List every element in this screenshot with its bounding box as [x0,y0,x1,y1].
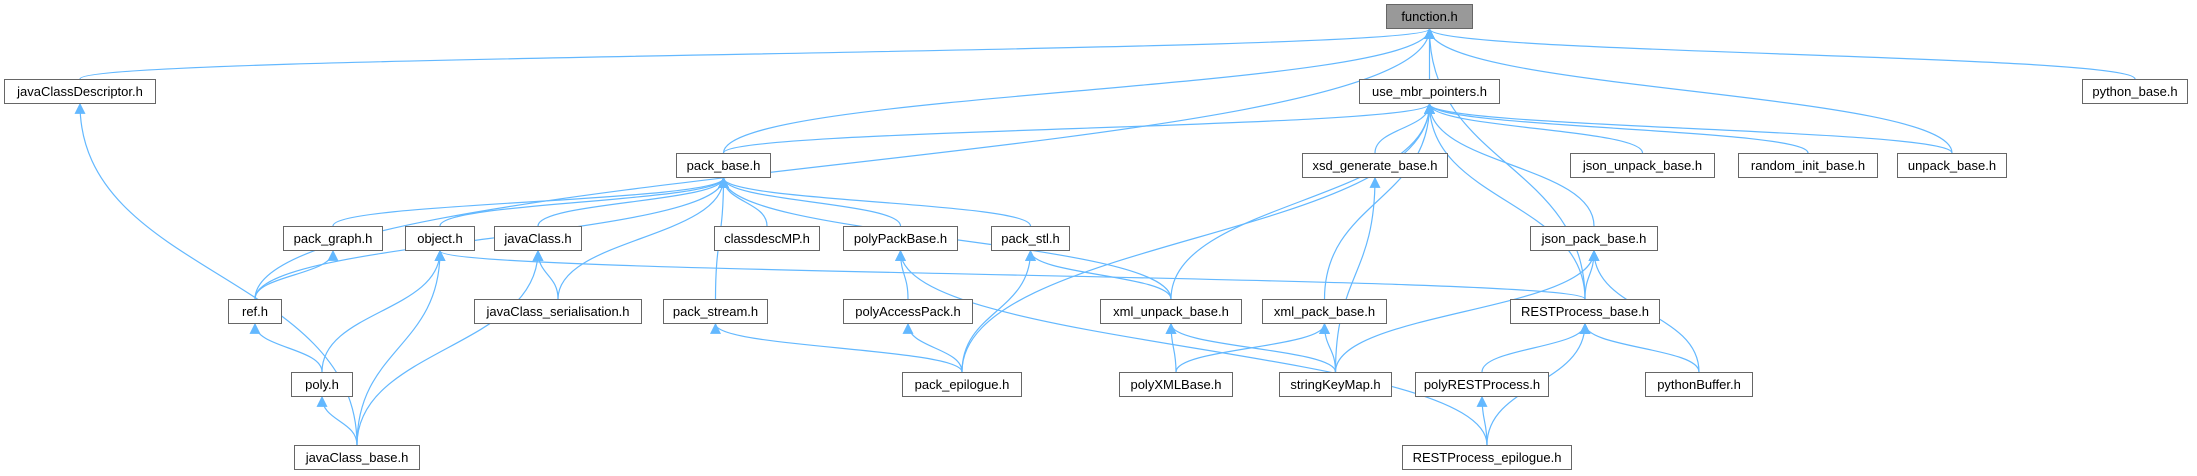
edge-pack_epilogue_h-to-pack_stl_h [961,249,1036,373]
node-pythonBuffer-h[interactable]: pythonBuffer.h [1645,372,1753,397]
node-label: polyRESTProcess.h [1423,377,1541,392]
node-json-pack-base-h[interactable]: json_pack_base.h [1530,226,1658,251]
node-label: object.h [417,231,463,246]
node-xml-unpack-base-h[interactable]: xml_unpack_base.h [1100,299,1242,324]
node-label: xml_pack_base.h [1273,304,1376,319]
node-label: pythonBuffer.h [1657,377,1741,392]
edge-javaClass_h-to-pack_base_h [537,176,729,227]
node-pack-stl-h[interactable]: pack_stl.h [991,226,1070,251]
node-xsd-generate-base-h[interactable]: xsd_generate_base.h [1302,153,1448,178]
edge-json_unpack_base_h-to-use_mbr_pointers_h [1424,102,1644,154]
node-label: polyXMLBase.h [1130,377,1222,392]
edge-polyPackBase_h-to-pack_base_h [718,176,902,227]
node-pack-graph-h[interactable]: pack_graph.h [283,226,383,251]
node-label: xml_unpack_base.h [1113,304,1229,319]
node-label: classdescMP.h [724,231,810,246]
node-label: javaClass_base.h [305,450,409,465]
edge-python_base_h-to-function_h [1424,27,2136,80]
node-RESTProcess-epilogue-h[interactable]: RESTProcess_epilogue.h [1402,445,1572,470]
node-use-mbr-pointers-h[interactable]: use_mbr_pointers.h [1359,79,1500,104]
edge-xml_unpack_base_h-to-use_mbr_pointers_h [1170,102,1435,300]
node-label: use_mbr_pointers.h [1372,84,1487,99]
node-object-h[interactable]: object.h [405,226,475,251]
node-pack-base-h[interactable]: pack_base.h [676,153,771,178]
node-label: pack_stl.h [1001,231,1060,246]
node-label: javaClass_serialisation.h [486,304,630,319]
node-polyXMLBase-h[interactable]: polyXMLBase.h [1119,372,1233,397]
node-unpack-base-h[interactable]: unpack_base.h [1897,153,2007,178]
node-label: json_unpack_base.h [1582,158,1703,173]
node-polyAccessPack-h[interactable]: polyAccessPack.h [843,299,973,324]
node-polyRESTProcess-h[interactable]: polyRESTProcess.h [1415,372,1549,397]
node-javaClassDescriptor-h[interactable]: javaClassDescriptor.h [4,79,156,104]
edge-RESTProcess_base_h-to-use_mbr_pointers_h [1424,102,1586,300]
edge-RESTProcess_epilogue_h-to-polyPackBase_h [895,249,1488,446]
node-label: random_init_base.h [1750,158,1866,173]
edge-xml_pack_base_h-to-use_mbr_pointers_h [1323,102,1435,300]
edge-ref_h-to-pack_base_h [254,176,729,300]
node-RESTProcess-base-h[interactable]: RESTProcess_base.h [1510,299,1660,324]
edge-stringKeyMap_h-to-xsd_generate_base_h [1334,176,1381,373]
edge-pack_graph_h-to-pack_base_h [332,176,729,227]
edge-random_init_base_h-to-use_mbr_pointers_h [1424,102,1809,154]
edge-javaClassDescriptor_h-to-function_h [79,27,1435,80]
node-label: python_base.h [2092,84,2178,99]
edge-ref_h-to-pack_graph_h [254,249,339,300]
node-javaClass-serialisation-h[interactable]: javaClass_serialisation.h [474,299,642,324]
node-polyPackBase-h[interactable]: polyPackBase.h [843,226,958,251]
node-python-base-h[interactable]: python_base.h [2082,79,2188,104]
node-pack-stream-h[interactable]: pack_stream.h [663,299,768,324]
node-label: polyPackBase.h [853,231,948,246]
edge-pack_stl_h-to-pack_base_h [718,176,1032,227]
node-label: polyAccessPack.h [855,304,961,319]
edge-stringKeyMap_h-to-json_pack_base_h [1334,249,1600,373]
edge-polyXMLBase_h-to-xml_pack_base_h [1175,322,1330,373]
node-label: pack_base.h [686,158,761,173]
edge-javaClass_base_h-to-object_h [356,249,446,446]
edge-pack_base_h-to-use_mbr_pointers_h [722,102,1435,154]
node-random-init-base-h[interactable]: random_init_base.h [1738,153,1878,178]
edge-pack_epilogue_h-to-pack_stream_h [710,322,963,373]
node-poly-h[interactable]: poly.h [291,372,353,397]
node-label: pack_graph.h [293,231,373,246]
node-xml-pack-base-h[interactable]: xml_pack_base.h [1262,299,1387,324]
node-label: javaClass.h [504,231,572,246]
node-label: stringKeyMap.h [1290,377,1381,392]
node-function-h: function.h [1386,4,1473,29]
edge-xml_unpack_base_h-to-pack_stl_h [1025,249,1172,300]
node-label: RESTProcess_epilogue.h [1412,450,1562,465]
node-label: unpack_base.h [1907,158,1997,173]
edge-pack_base_h-to-function_h [722,27,1435,154]
edge-json_pack_base_h-to-use_mbr_pointers_h [1424,102,1595,227]
edge-poly_h-to-ref_h [249,322,323,373]
edge-unpack_base_h-to-use_mbr_pointers_h [1424,102,1953,154]
edge-RESTProcess_epilogue_h-to-polyRESTProcess_h [1476,395,1488,446]
edge-javaClass_base_h-to-javaClass_h [356,249,544,446]
node-label: pack_epilogue.h [914,377,1010,392]
node-stringKeyMap-h[interactable]: stringKeyMap.h [1279,372,1392,397]
edge-pack_epilogue_h-to-polyAccessPack_h [902,322,963,373]
edge-javaClass_base_h-to-poly_h [316,395,358,446]
node-label: poly.h [305,377,339,392]
edge-poly_h-to-object_h [321,249,446,373]
edge-unpack_base_h-to-function_h [1424,27,1953,154]
edge-object_h-to-pack_base_h [439,176,729,227]
node-label: pack_stream.h [672,304,759,319]
edge-RESTProcess_base_h-to-object_h [434,249,1586,300]
node-label: json_pack_base.h [1541,231,1647,246]
edge-RESTProcess_base_h-to-function_h [1424,27,1586,300]
node-label: xsd_generate_base.h [1312,158,1438,173]
node-javaClass-base-h[interactable]: javaClass_base.h [294,445,420,470]
node-label: javaClassDescriptor.h [17,84,143,99]
node-label: function.h [1401,9,1458,24]
node-json-unpack-base-h[interactable]: json_unpack_base.h [1570,153,1715,178]
node-label: RESTProcess_base.h [1521,304,1649,319]
node-pack-epilogue-h[interactable]: pack_epilogue.h [902,372,1022,397]
node-javaClass-h[interactable]: javaClass.h [494,226,582,251]
node-ref-h[interactable]: ref.h [228,299,282,324]
node-classdescMP-h[interactable]: classdescMP.h [714,226,820,251]
node-label: ref.h [241,304,268,319]
edge-javaClass_serialisation_h-to-pack_base_h [557,176,729,300]
